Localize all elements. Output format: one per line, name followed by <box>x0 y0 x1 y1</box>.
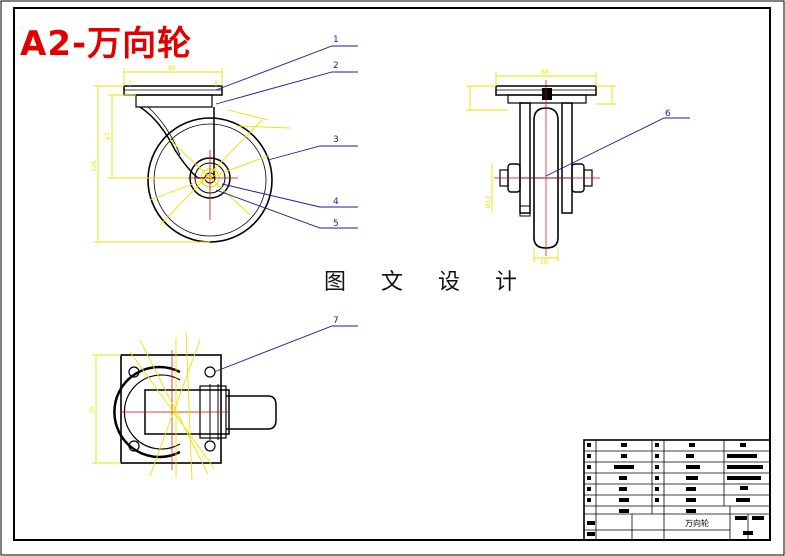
front-view: 80 120 67 <box>91 65 291 243</box>
side-fork-right <box>561 102 573 214</box>
watermark-text: 图 文 设 计 <box>324 270 531 295</box>
side-wheel <box>533 107 559 249</box>
dim-side-left: Ø12 <box>485 195 492 208</box>
inner-border <box>13 7 771 541</box>
part-number-2: 2 <box>333 61 339 71</box>
part-number-6: 6 <box>665 109 671 119</box>
dim-side-top: 68 <box>541 69 549 76</box>
dim-plan-height: 70 <box>89 406 96 414</box>
side-view: 68 20 Ø12 <box>466 69 616 266</box>
front-fork-arm <box>139 106 215 179</box>
front-wheel-inner <box>153 123 267 237</box>
dim-front-mid: 67 <box>105 132 112 140</box>
dim-side-bottom: 20 <box>540 259 548 266</box>
part-number-1: 1 <box>333 35 339 45</box>
title-block-drawing-name: 万向轮 <box>685 518 709 528</box>
plan-wheel <box>226 395 277 430</box>
leaders <box>213 45 690 373</box>
title-block <box>583 439 771 541</box>
part-number-5: 5 <box>333 219 339 229</box>
plan-view: 70 <box>89 331 277 481</box>
side-fork-left <box>519 102 531 214</box>
part-number-3: 3 <box>333 135 339 145</box>
plan-mount-plate <box>120 354 222 464</box>
dim-front-height: 120 <box>91 160 98 172</box>
drawing-title: A2-万向轮 <box>20 24 193 64</box>
front-swivel-block <box>135 94 213 108</box>
title-block-fill <box>587 443 764 536</box>
part-number-4: 4 <box>333 197 339 207</box>
part-number-7: 7 <box>333 316 339 326</box>
dim-front-top: 80 <box>168 65 176 72</box>
front-mount-plate <box>123 85 223 96</box>
